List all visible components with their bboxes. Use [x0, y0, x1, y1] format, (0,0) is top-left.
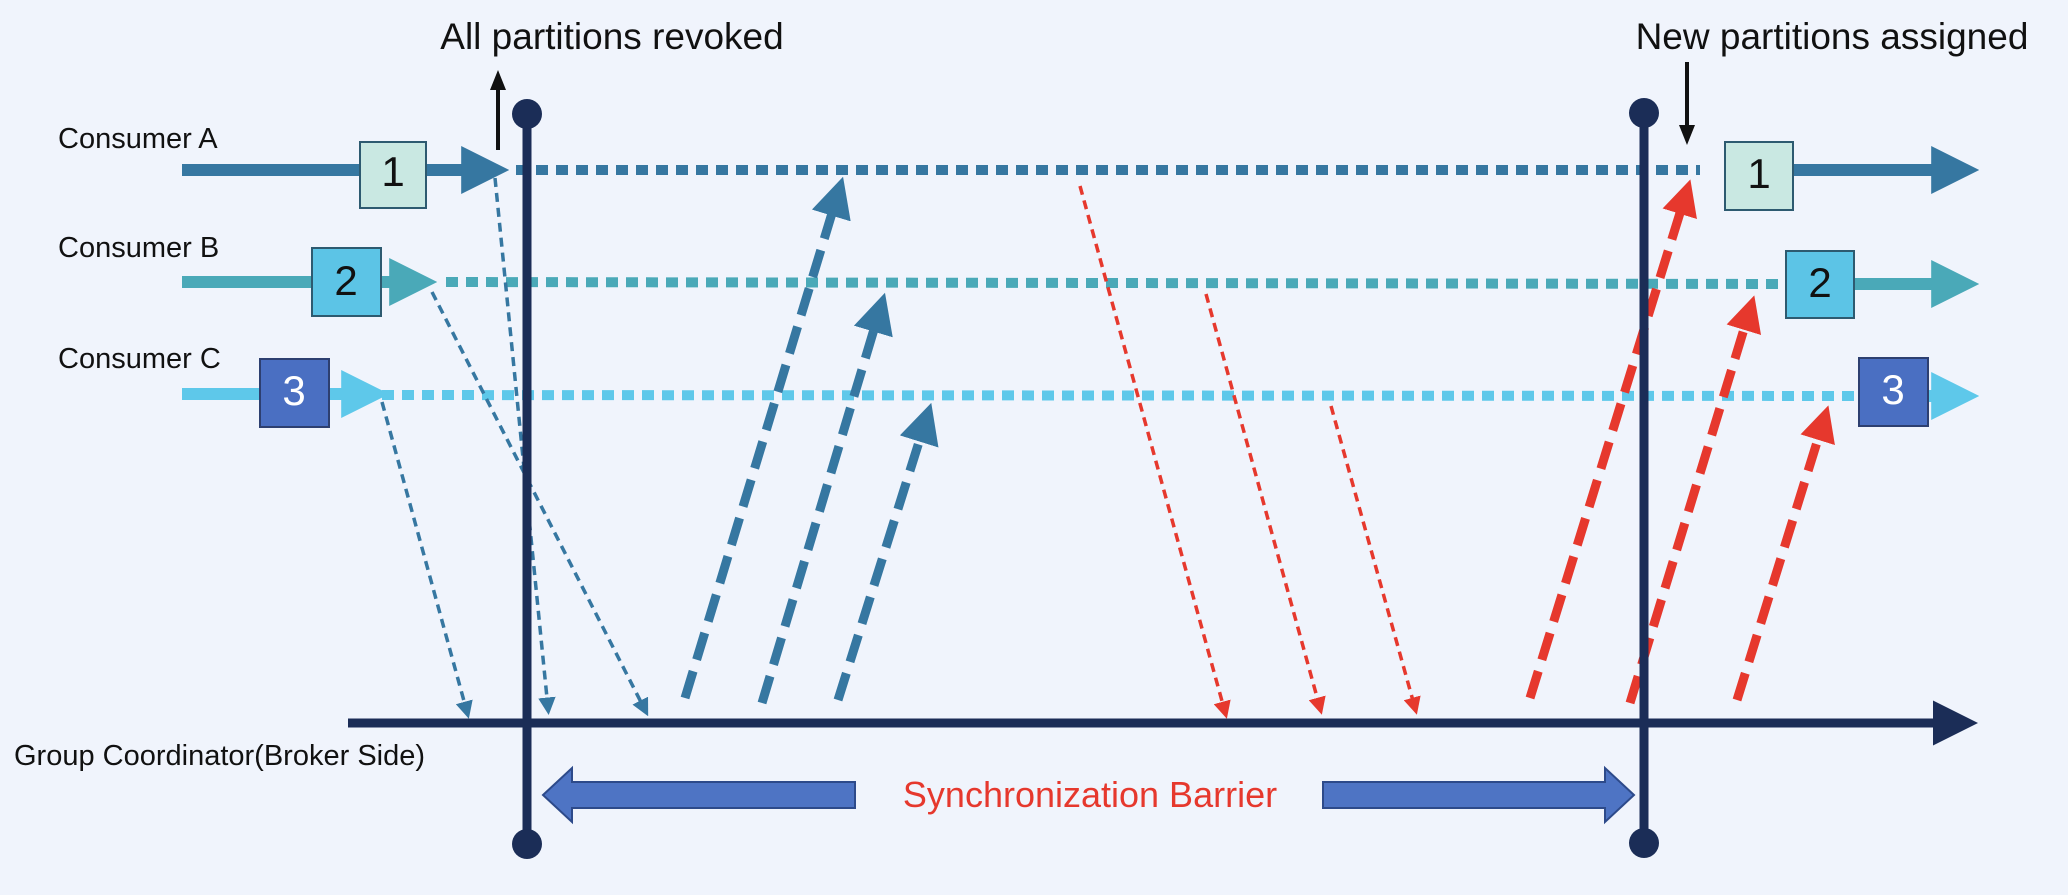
consumer-b-partition-box-before [311, 247, 382, 317]
consumer-c-partition-before: 3 [282, 367, 305, 414]
consumer-b-partition-after: 2 [1808, 259, 1831, 306]
join-response-arrow-a [680, 176, 851, 700]
barrier-left-block-arrow [541, 765, 856, 825]
consumer-a-partition-before: 1 [381, 148, 404, 195]
join-request-arrow-a [493, 177, 556, 715]
sync-request-arrow-c [1329, 405, 1421, 715]
consumer-c-partition-box-before [259, 358, 330, 428]
coordinator-label: Group Coordinator(Broker Side) [14, 740, 425, 772]
consumer-b-label: Consumer B [58, 232, 219, 264]
join-response-arrow-c [833, 402, 939, 702]
barrier-end-bottom-dot [1629, 828, 1659, 858]
sync-response-arrow-b [1625, 295, 1762, 705]
sync-request-arrow-a [1078, 185, 1231, 719]
barrier-end-top-dot [1629, 98, 1659, 128]
consumer-c-partition-after: 3 [1881, 366, 1904, 413]
sync-response-arrow-a [1525, 179, 1697, 700]
barrier-right-block-arrow [1322, 765, 1636, 825]
barrier-start-bottom-dot [512, 829, 542, 859]
consumer-c-partition-box-after [1858, 357, 1929, 427]
join-request-arrow-b [430, 291, 649, 717]
sync-response-arrow-c [1732, 405, 1835, 702]
join-request-arrow-c [380, 401, 473, 719]
consumer-a-partition-box-before [359, 141, 427, 209]
join-response-arrow-b [757, 292, 893, 705]
consumer-a-partition-after: 1 [1747, 150, 1770, 197]
sync-request-arrow-b [1204, 293, 1326, 715]
assigned-annotation: New partitions assigned [1636, 16, 2029, 57]
consumer-c-dotted-line [381, 390, 1859, 401]
consumer-a-partition-box-after [1724, 141, 1794, 211]
revoked-annotation: All partitions revoked [440, 16, 783, 57]
consumer-b-partition-box-after [1785, 250, 1855, 319]
barrier-label: Synchronization Barrier [903, 774, 1277, 815]
consumer-c-label: Consumer C [58, 343, 221, 375]
barrier-start-top-dot [512, 99, 542, 129]
consumer-b-dotted-line [445, 277, 1786, 289]
consumer-a-label: Consumer A [58, 123, 218, 155]
consumer-b-partition-before: 2 [334, 257, 357, 304]
